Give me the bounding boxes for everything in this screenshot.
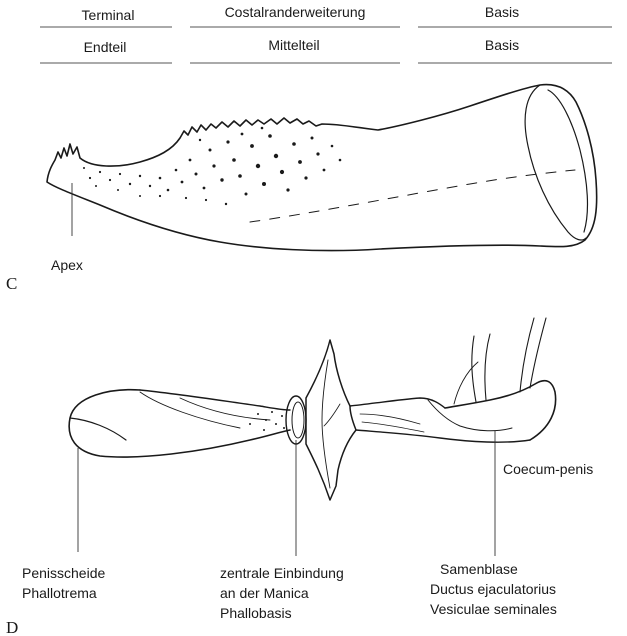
vesicula-tube-5 [454,362,478,404]
header-endteil: Endteil [84,39,127,55]
phallotrema-label: Phallotrema [22,585,97,601]
ductus-ejaculatorius-label: Ductus ejaculatorius [430,581,556,597]
penis-sheath-upper [140,390,290,410]
vesiculae-seminales-label: Vesiculae seminales [430,601,557,617]
manica-collar-inner [292,402,304,438]
basal-rim [548,90,587,232]
wing-fiber [324,404,340,426]
penisscheide-label: Penisscheide [22,565,105,581]
samenblase-label: Samenblase [440,561,518,577]
sheath-stippling [249,411,285,431]
internal-dash-line [250,170,575,222]
vesicula-tube-4 [530,318,546,388]
vesicula-tube-3 [520,318,534,392]
penis-sheath-outline [69,390,290,457]
vesicula-tube-2 [485,334,490,400]
phallobasis-wing [306,340,356,500]
ductus-lower [356,430,530,442]
phallotrema-lip [70,418,126,440]
sheath-inner-line [140,392,240,428]
header-terminal: Terminal [82,7,135,23]
zentrale-einbindung-label: zentrale Einbindung [220,565,344,581]
panel-c-letter: C [6,274,17,293]
header-mittelteil: Mittelteil [268,37,319,53]
coecum-penis-outline [445,381,556,440]
valve-outline [47,85,597,251]
header-basis-1: Basis [485,4,519,20]
header-basis-2: Basis [485,37,519,53]
an-der-manica-label: an der Manica [220,585,309,601]
phallobasis-label: Phallobasis [220,605,292,621]
header-costalranderweiterung: Costalranderweiterung [225,4,366,20]
basal-fold [525,85,586,240]
apex-label: Apex [51,257,83,273]
vesicula-tube-1 [472,336,476,402]
ductus-fiber-2 [362,422,424,432]
panel-c: Apex C [6,85,597,293]
panel-d: Coecum-penis Penisscheide Phallotrema ze… [6,318,593,636]
header-table: Terminal Costalranderweiterung Basis End… [40,4,612,63]
coecum-penis-label: Coecum-penis [503,461,593,477]
panel-d-letter: D [6,618,18,636]
